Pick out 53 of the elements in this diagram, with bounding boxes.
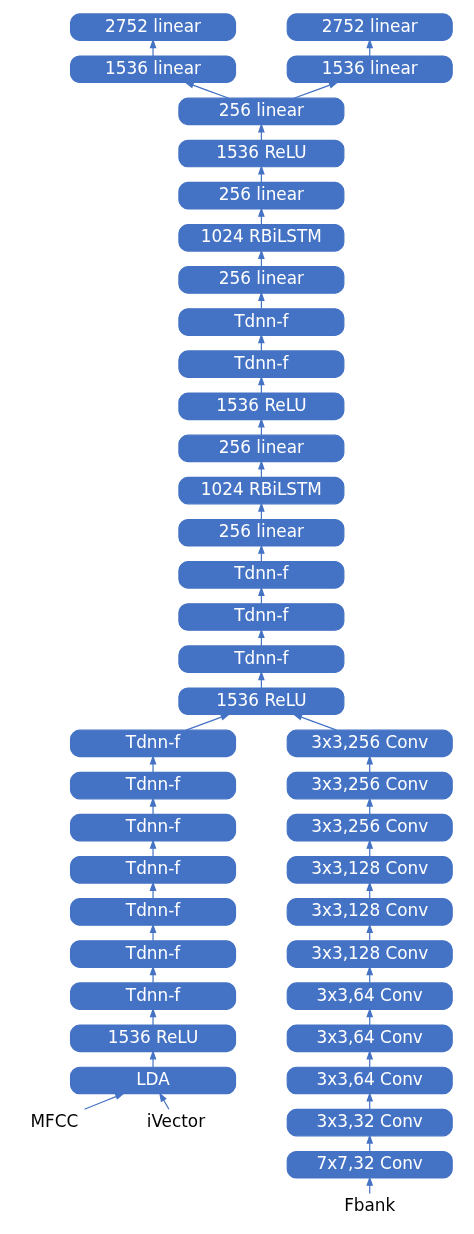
- node-box: Tdnn-f: [69, 982, 237, 1011]
- node-box: Tdnn-f: [69, 729, 237, 758]
- arrow: [149, 965, 157, 984]
- node-box: 256 linear: [178, 266, 345, 294]
- arrow: [149, 1049, 157, 1068]
- arrow: [149, 839, 157, 858]
- node-text: iVector: [146, 1111, 206, 1132]
- node-box: Tdnn-f: [69, 940, 237, 968]
- node-box: 3x3,64 Conv: [286, 982, 453, 1011]
- node-box: 3x3,128 Conv: [286, 940, 453, 968]
- node-box: 1536 linear: [69, 55, 237, 84]
- node-box: LDA: [69, 1066, 237, 1095]
- node-box: 2752 linear: [69, 13, 237, 41]
- node-text: Fbank: [344, 1195, 396, 1216]
- node-text: MFCC: [30, 1111, 79, 1132]
- node-box: 256 linear: [178, 97, 345, 126]
- node-box: Tdnn-f: [69, 855, 237, 884]
- node-box: Tdnn-f: [178, 603, 345, 631]
- arrow: [149, 1007, 157, 1026]
- arrow: [149, 754, 157, 773]
- node-box: 1024 RBiLSTM: [178, 476, 345, 505]
- node-box: 3x3,256 Conv: [286, 813, 453, 842]
- node-box: 3x3,64 Conv: [286, 1024, 453, 1053]
- node-box: 1536 ReLU: [178, 139, 345, 168]
- node-box: 256 linear: [178, 181, 345, 210]
- node-box: 7x7,32 Conv: [286, 1150, 453, 1179]
- arrow: [149, 923, 157, 942]
- node-box: 256 linear: [178, 434, 345, 463]
- node-box: Tdnn-f: [69, 771, 237, 800]
- node-box: Tdnn-f: [178, 561, 345, 589]
- node-box: Tdnn-f: [69, 813, 237, 842]
- node-box: 3x3,128 Conv: [286, 855, 453, 884]
- node-box: 2752 linear: [286, 13, 453, 41]
- arrow: [149, 881, 157, 900]
- node-box: 256 linear: [178, 518, 345, 547]
- node-box: 3x3,128 Conv: [286, 898, 453, 926]
- node-box: 1536 ReLU: [178, 392, 345, 421]
- node-box: 1536 ReLU: [178, 687, 345, 716]
- node-box: Tdnn-f: [178, 645, 345, 673]
- node-box: 1536 ReLU: [69, 1024, 237, 1053]
- node-box: Tdnn-f: [69, 898, 237, 926]
- arrow: [159, 1092, 170, 1110]
- node-box: 3x3,256 Conv: [286, 729, 453, 758]
- arrow: [149, 38, 157, 57]
- node-box: 1024 RBiLSTM: [178, 223, 345, 252]
- node-box: 3x3,32 Conv: [286, 1108, 453, 1137]
- node-box: Tdnn-f: [178, 308, 345, 336]
- node-box: 3x3,256 Conv: [286, 771, 453, 800]
- node-box: 1536 linear: [286, 55, 453, 84]
- arrow: [83, 1093, 125, 1110]
- node-box: Tdnn-f: [178, 350, 345, 379]
- arrow: [149, 797, 157, 815]
- node-box: 3x3,64 Conv: [286, 1066, 453, 1095]
